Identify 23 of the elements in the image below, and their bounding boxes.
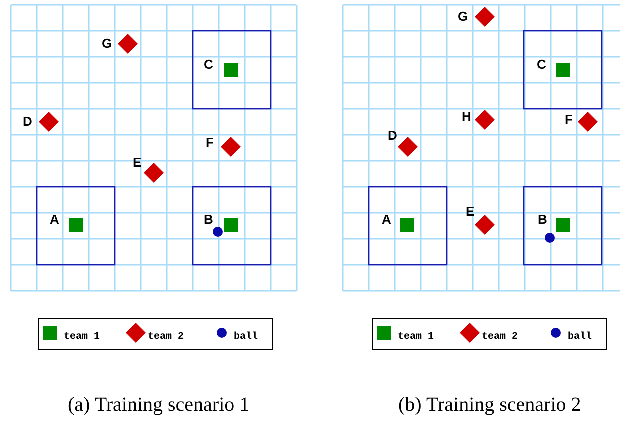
player-label: D xyxy=(388,129,398,143)
player-label: C xyxy=(204,58,214,72)
player-label: F xyxy=(565,113,573,127)
player-label: A xyxy=(50,213,60,227)
legend-text: ball xyxy=(234,332,258,344)
player-label: G xyxy=(102,37,112,51)
caption: (b) Training scenario 2 xyxy=(398,393,582,417)
legend-text: ball xyxy=(568,332,592,344)
player-label: A xyxy=(382,213,392,227)
legend-text: team 2 xyxy=(482,332,518,344)
legend-text: team 1 xyxy=(64,332,100,344)
player-label: F xyxy=(206,136,214,150)
legend-text: team 1 xyxy=(398,332,434,344)
legend-text: team 2 xyxy=(148,332,184,344)
caption: (a) Training scenario 1 xyxy=(68,393,250,417)
player-label: H xyxy=(462,110,472,124)
player-label: E xyxy=(133,156,142,170)
player-label: B xyxy=(538,213,548,227)
player-label: C xyxy=(537,58,546,72)
player-label: D xyxy=(23,115,32,129)
player-label: G xyxy=(458,10,468,24)
player-label: B xyxy=(204,213,214,227)
player-label: E xyxy=(466,205,475,219)
